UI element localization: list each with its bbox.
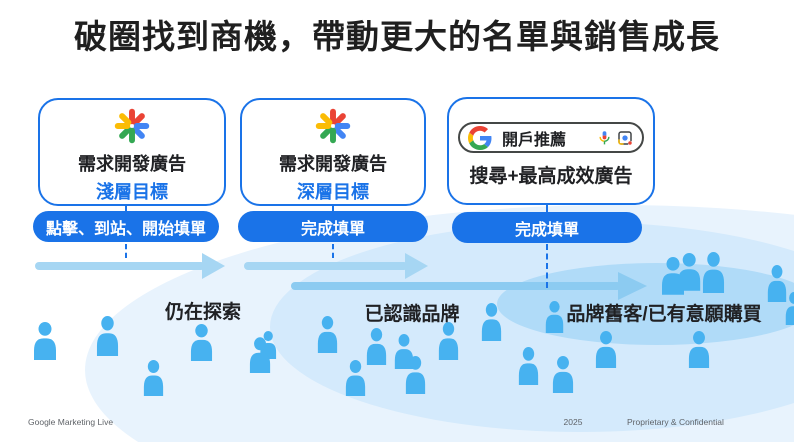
person-icon [366, 328, 387, 365]
person-icon [518, 347, 539, 385]
footer-event-name: Google Marketing Live [28, 417, 114, 427]
stage-label-brand-aware: 已認識品牌 [364, 304, 460, 325]
funnel-arrow-1-head [202, 253, 225, 279]
card-subtitle: 淺層目標 [96, 182, 168, 202]
person-icon [767, 265, 787, 302]
connector-dashed-line [546, 205, 548, 213]
demand-gen-icon [315, 108, 351, 144]
person-icon [317, 316, 338, 353]
connector-dashed-line [332, 244, 334, 258]
card-subtitle: 深層目標 [297, 182, 369, 202]
mic-icon [599, 131, 610, 145]
person-icon [438, 322, 459, 360]
person-pair-icon [249, 331, 278, 373]
person-icon [345, 360, 366, 396]
connector-dashed-line [125, 244, 127, 258]
stage-label-existing-intent: 品牌舊客/已有意願購買 [566, 304, 762, 325]
person-icon [785, 292, 794, 325]
person-icon [96, 316, 119, 356]
stage-label-exploring: 仍在探索 [164, 302, 242, 323]
person-icon [33, 322, 57, 360]
connector-dashed-line [125, 204, 127, 212]
card-title: 需求開發廣告 [78, 154, 186, 174]
pill-click-visit-start-form: 點擊、到站、開始填單 [33, 211, 219, 242]
person-icon [481, 303, 502, 341]
person-icon [190, 324, 213, 361]
card-demand-gen-shallow: 需求開發廣告 淺層目標 [38, 98, 226, 206]
funnel-arrow-1 [35, 262, 205, 270]
pill-complete-form-2: 完成填單 [452, 212, 642, 243]
slide-title: 破圈找到商機，帶動更大的名單與銷售成長 [74, 18, 720, 55]
funnel-arrow-3 [291, 282, 621, 290]
search-query-text: 開戶推薦 [502, 131, 567, 149]
card-title: 需求開發廣告 [279, 154, 387, 174]
pill-complete-form-1: 完成填單 [238, 211, 428, 242]
card-title: 搜尋+最高成效廣告 [469, 166, 633, 187]
google-search-bar: 開戶推薦 [458, 122, 644, 153]
person-group-icon [661, 253, 701, 295]
person-icon [405, 356, 426, 394]
person-icon [552, 356, 574, 393]
funnel-arrow-2 [244, 262, 408, 270]
footer-confidential: Proprietary & Confidential [627, 417, 724, 427]
funnel-arrow-3-head [618, 272, 647, 300]
demand-gen-icon [114, 108, 150, 144]
card-search-pmax: 開戶推薦 搜尋+最高成效廣告 [447, 97, 655, 205]
person-icon [545, 301, 564, 333]
person-icon [688, 331, 710, 368]
connector-dashed-line [332, 204, 334, 212]
person-icon [394, 334, 414, 369]
funnel-arrow-2-head [405, 253, 428, 279]
person-icon [595, 331, 617, 368]
card-demand-gen-deep: 需求開發廣告 深層目標 [240, 98, 426, 206]
google-g-icon [468, 125, 492, 150]
footer-year: 2025 [563, 417, 583, 427]
lens-icon [618, 130, 632, 145]
person-icon [143, 360, 164, 396]
connector-dashed-line [546, 244, 548, 288]
person-icon [702, 252, 725, 293]
